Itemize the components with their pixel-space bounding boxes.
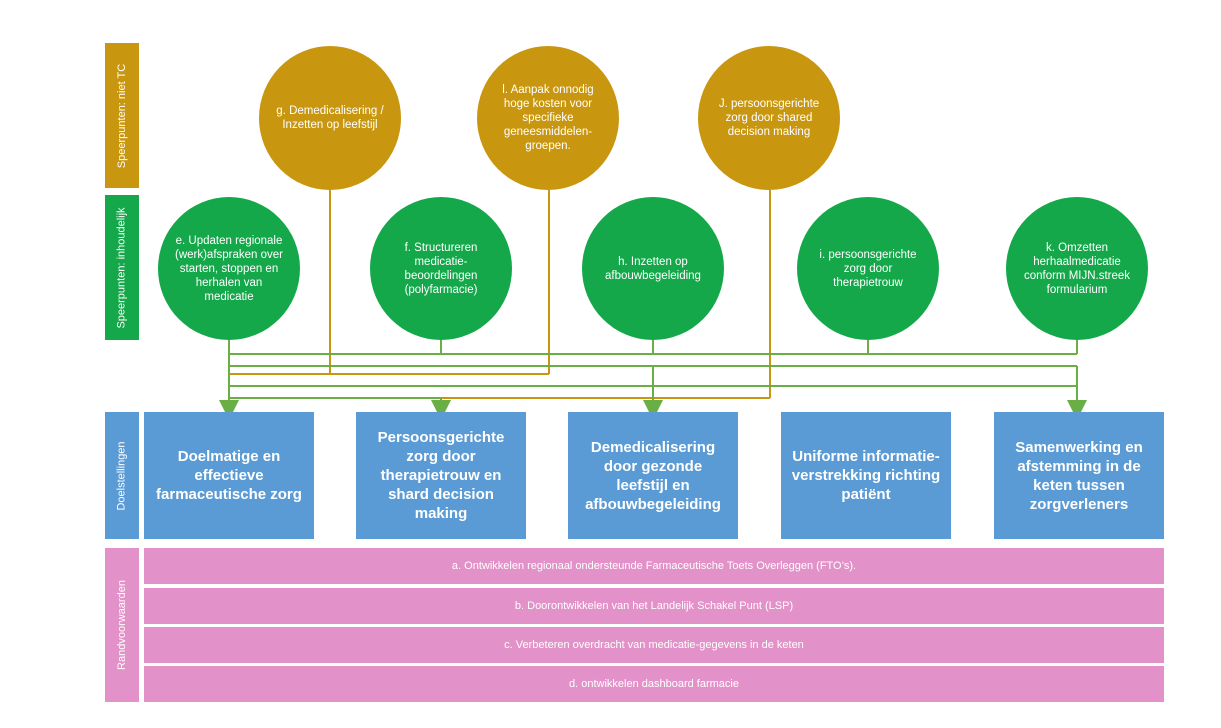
condition-a-fto: a. Ontwikkelen regionaal ondersteunde Fa…	[144, 548, 1164, 584]
goal-doelmatige-zorg: Doelmatige en effectieve farmaceutische …	[144, 412, 314, 539]
goal-uniforme-informatie: Uniforme informatie-verstrekking richtin…	[781, 412, 951, 539]
row-label-randvoorwaarden: Randvoorwaarden	[105, 548, 139, 702]
row-label-doelstellingen: Doelstellingen	[105, 412, 139, 539]
condition-b-lsp: b. Doorontwikkelen van het Landelijk Sch…	[144, 588, 1164, 624]
condition-d-dashboard: d. ontwikkelen dashboard farmacie	[144, 666, 1164, 702]
circle-i-therapietrouw: i. persoonsgerichte zorg door therapietr…	[797, 197, 939, 340]
row-label-speerpunten-niet-tc: Speerpunten: niet TC	[105, 43, 139, 188]
circle-h-afbouwbegeleiding: h. Inzetten op afbouwbegeleiding	[582, 197, 724, 340]
circle-e-updaten-afspraken: e. Updaten regionale (werk)afspraken ove…	[158, 197, 300, 340]
goal-demedicalisering: Demedicalisering door gezonde leefstijl …	[568, 412, 738, 539]
circle-j-shared-decision: J. persoonsgerichte zorg door shared dec…	[698, 46, 840, 190]
goal-samenwerking: Samenwerking en afstemming in de keten t…	[994, 412, 1164, 539]
condition-c-overdracht: c. Verbeteren overdracht van medicatie-g…	[144, 627, 1164, 663]
circle-g-demedicalisering: g. Demedicalisering / Inzetten op leefst…	[259, 46, 401, 190]
circle-k-herhaalmedicatie: k. Omzetten herhaalmedicatie conform MIJ…	[1006, 197, 1148, 340]
circle-f-medicatiebeoordelingen: f. Structureren medicatie-beoordelingen …	[370, 197, 512, 340]
circle-l-aanpak-kosten: l. Aanpak onnodig hoge kosten voor speci…	[477, 46, 619, 190]
goal-persoonsgerichte-zorg: Persoonsgerichte zorg door therapietrouw…	[356, 412, 526, 539]
row-label-speerpunten-inhoudelijk: Speerpunten: inhoudelijk	[105, 195, 139, 340]
